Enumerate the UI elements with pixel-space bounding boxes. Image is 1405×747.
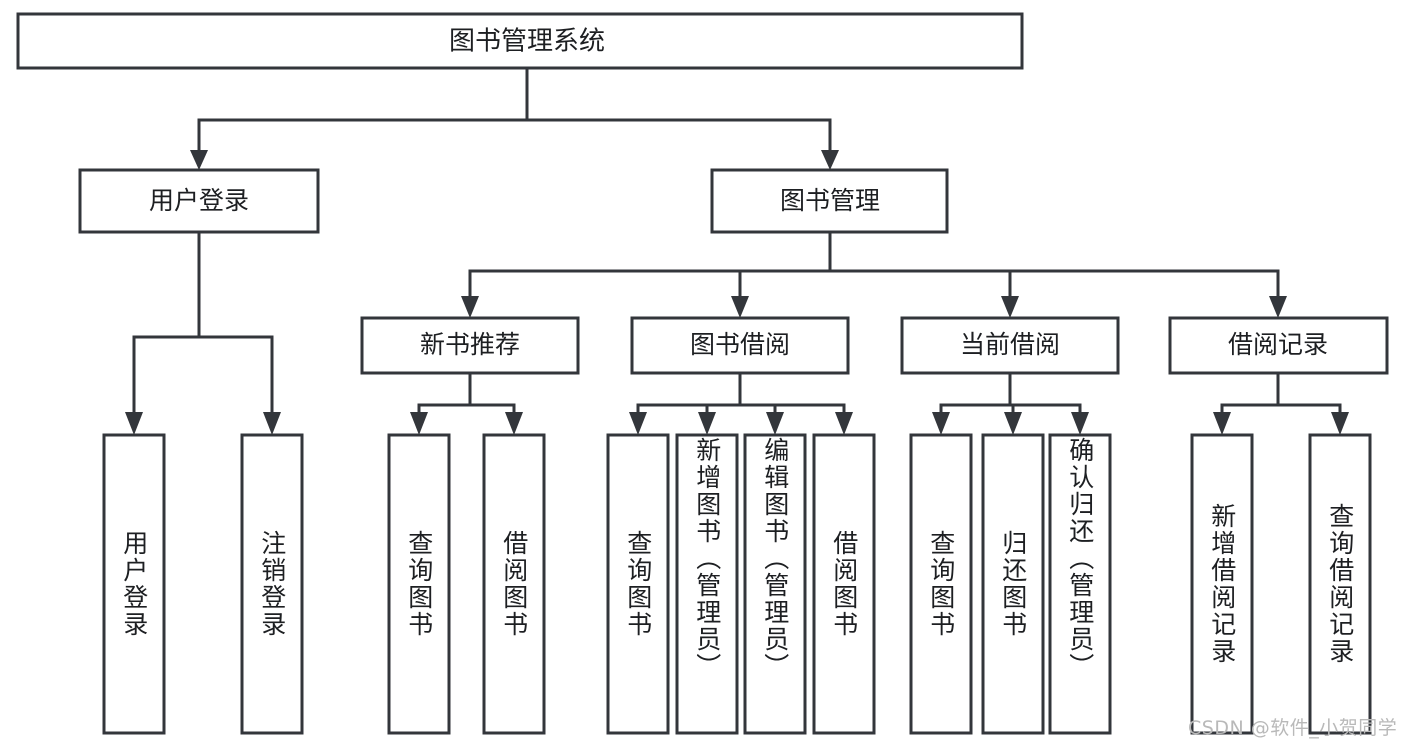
arrowhead-leaf-logout xyxy=(263,412,281,435)
node-user-login-box[interactable] xyxy=(78,168,320,234)
node-book-manage-label: 图书管理 xyxy=(780,186,880,215)
arrowhead-leaf-query-book-current xyxy=(932,412,950,435)
node-current-borrow-box[interactable] xyxy=(900,316,1120,375)
arrowhead-borrow-record xyxy=(1269,296,1287,318)
node-borrow-record-label: 借阅记录 xyxy=(1228,330,1328,359)
arrowhead-leaf-borrow-book xyxy=(835,412,853,435)
arrowhead-leaf-edit-book-admin xyxy=(766,412,784,435)
node-new-book-rec-label: 新书推荐 xyxy=(420,330,520,359)
node-root-box[interactable] xyxy=(16,12,1024,70)
node-current-borrow-label: 当前借阅 xyxy=(960,330,1060,359)
arrowhead-leaf-return-book xyxy=(1004,412,1022,435)
leaf-box-query-book-rec[interactable] xyxy=(387,433,451,735)
arrowhead-book-manage xyxy=(821,150,839,170)
arrowhead-leaf-add-borrow-record xyxy=(1213,412,1231,435)
node-root-label: 图书管理系统 xyxy=(449,27,605,57)
leaf-box-confirm-return-admin[interactable] xyxy=(1048,433,1112,735)
arrowhead-leaf-query-book-borrow xyxy=(629,412,647,435)
leaf-box-return-book[interactable] xyxy=(981,433,1045,735)
node-user-login-label: 用户登录 xyxy=(149,186,249,215)
leaf-box-logout[interactable] xyxy=(240,433,304,735)
leaf-box-add-borrow-record[interactable] xyxy=(1190,433,1254,735)
arrowhead-leaf-add-book-admin xyxy=(698,412,716,435)
arrowhead-user-login xyxy=(190,150,208,170)
watermark-text: CSDN @软件_小贺同学 xyxy=(1188,717,1398,739)
arrowhead-leaf-borrow-book-rec xyxy=(505,412,523,435)
leaf-box-edit-book-admin[interactable] xyxy=(743,433,807,735)
node-new-book-rec-box[interactable] xyxy=(360,316,580,375)
leaf-box-query-borrow-record[interactable] xyxy=(1308,433,1372,735)
leaf-box-user-login[interactable] xyxy=(102,433,166,735)
arrowhead-new-book-rec xyxy=(461,296,479,318)
arrowhead-leaf-confirm-return xyxy=(1071,412,1089,435)
arrowhead-leaf-query-borrow-record xyxy=(1331,412,1349,435)
arrowhead-leaf-user-login xyxy=(125,412,143,435)
leaf-box-borrow-book-rec[interactable] xyxy=(482,433,546,735)
arrowhead-current-borrow xyxy=(1001,296,1019,318)
leaf-box-query-book-borrow[interactable] xyxy=(606,433,670,735)
arrowhead-leaf-query-book-rec xyxy=(410,412,428,435)
leaf-box-borrow-book[interactable] xyxy=(812,433,876,735)
leaf-box-add-book-admin[interactable] xyxy=(675,433,739,735)
leaf-box-query-book-current[interactable] xyxy=(909,433,973,735)
arrowhead-book-borrow xyxy=(731,296,749,318)
node-book-borrow-label: 图书借阅 xyxy=(690,330,790,359)
